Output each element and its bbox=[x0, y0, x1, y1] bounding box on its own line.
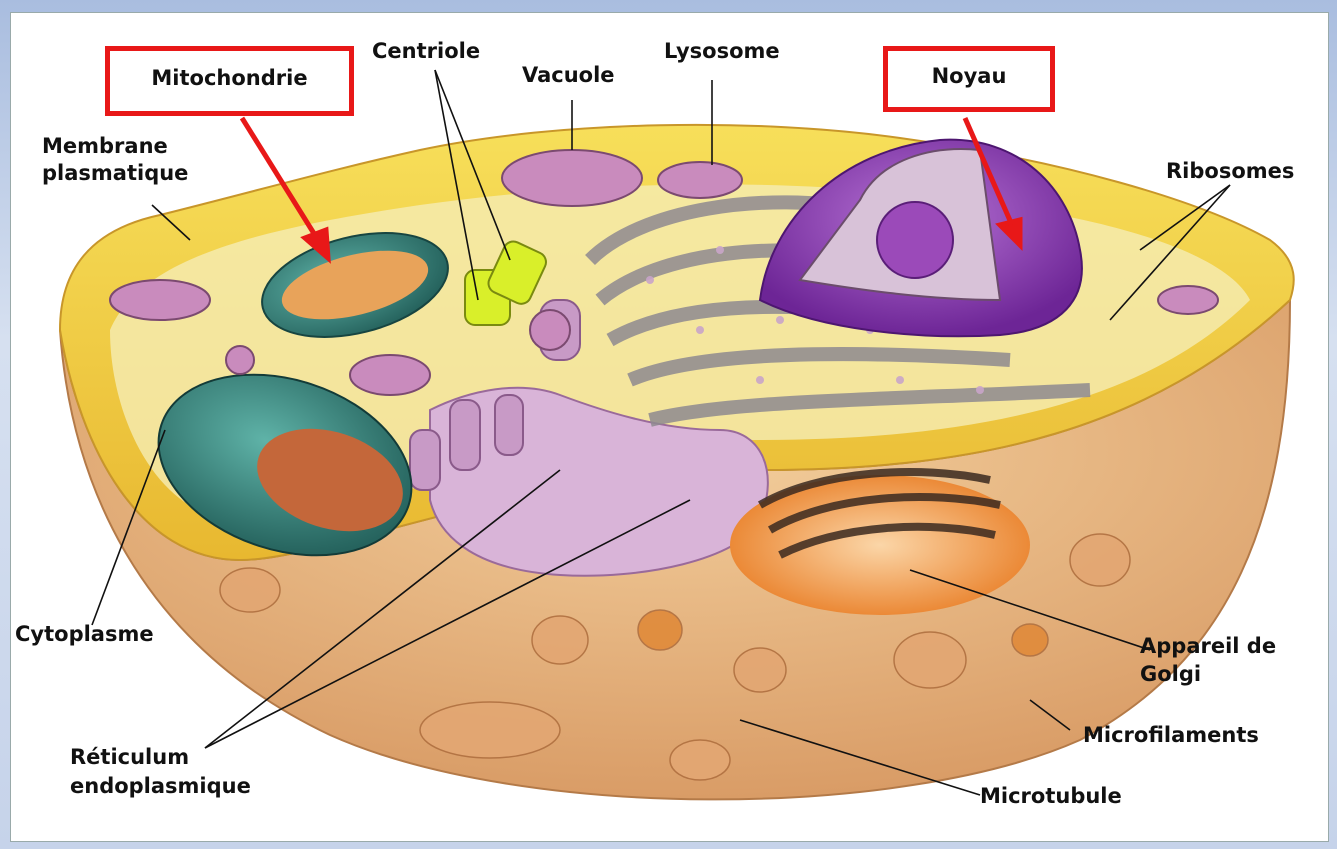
label-mitochondrie: Mitochondrie bbox=[110, 65, 349, 92]
label-membrane-line2: plasmatique bbox=[42, 160, 188, 187]
label-cytoplasme: Cytoplasme bbox=[15, 621, 154, 648]
label-membrane-line1: Membrane bbox=[42, 133, 168, 160]
label-noyau: Noyau bbox=[888, 63, 1050, 90]
label-microfilaments: Microfilaments bbox=[1083, 722, 1259, 749]
label-reticulum-line1: Réticulum bbox=[70, 744, 189, 771]
label-lysosome: Lysosome bbox=[664, 38, 780, 65]
label-appareil-line2: Golgi bbox=[1140, 661, 1201, 688]
noyau-highlight-box: Noyau bbox=[883, 46, 1055, 112]
label-microtubule: Microtubule bbox=[980, 783, 1122, 810]
label-vacuole: Vacuole bbox=[522, 62, 615, 89]
label-ribosomes: Ribosomes bbox=[1166, 158, 1294, 185]
label-appareil-line1: Appareil de bbox=[1140, 633, 1276, 660]
label-reticulum-line2: endoplasmique bbox=[70, 773, 251, 800]
label-centriole: Centriole bbox=[372, 38, 480, 65]
mitochondrie-highlight-box: Mitochondrie bbox=[105, 46, 354, 116]
